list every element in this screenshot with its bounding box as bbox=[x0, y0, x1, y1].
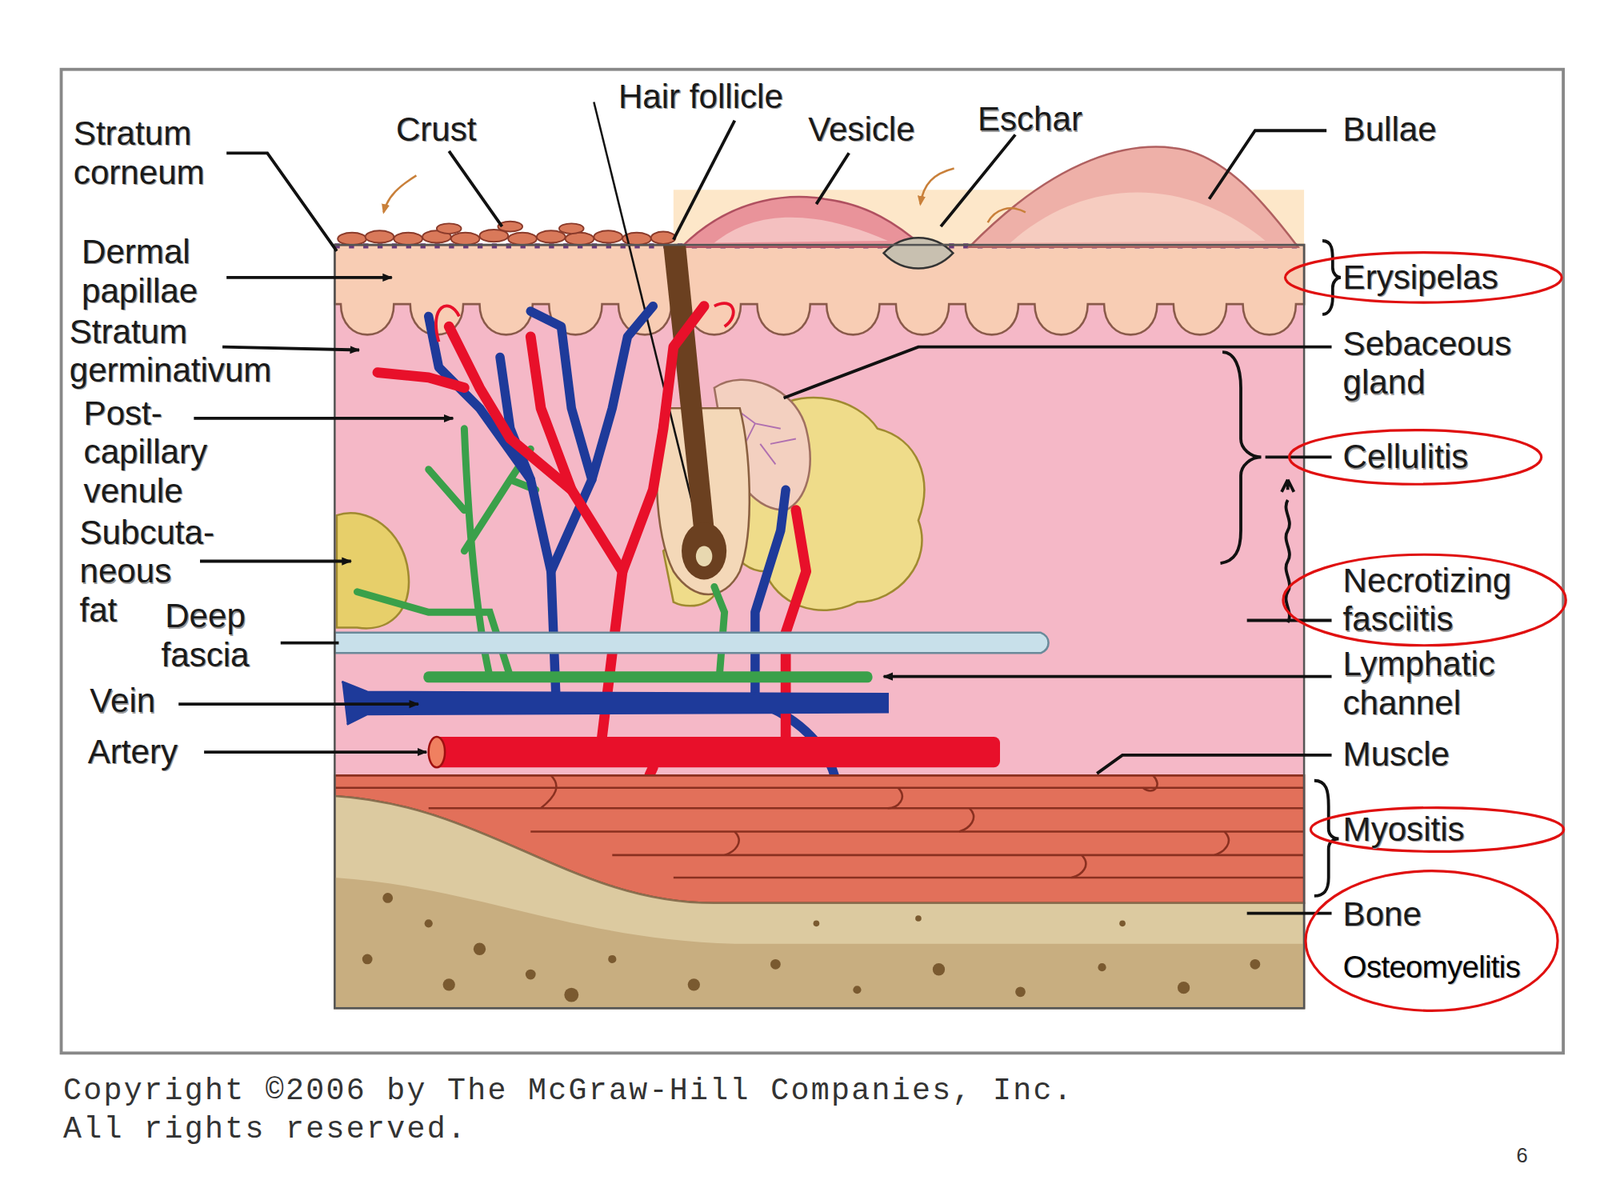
eschar bbox=[884, 237, 954, 268]
layer-label: Muscle bbox=[1343, 734, 1450, 773]
disease-ellipse: BoneOsteomyelitis bbox=[1304, 869, 1560, 1013]
vesicle bbox=[681, 196, 924, 248]
layer-label: Deep fascia bbox=[161, 596, 250, 675]
outer-frame bbox=[61, 69, 1564, 1054]
disease-ellipse: Erysipelas bbox=[1284, 251, 1564, 304]
ellipse-shape bbox=[1285, 252, 1563, 303]
epidermis bbox=[334, 244, 1304, 335]
ellipse-shape bbox=[1283, 554, 1566, 646]
artery-lumen bbox=[428, 736, 445, 768]
copyright-note: Copyright ©2006 by The McGraw-Hill Compa… bbox=[63, 1071, 1135, 1149]
layer-label: Stratum germinativum bbox=[69, 312, 272, 390]
disease-name: Myositis bbox=[1343, 810, 1465, 849]
disease-ellipse: Cellulitis bbox=[1288, 428, 1544, 486]
disease-name: Bone bbox=[1343, 895, 1422, 934]
lesion-label: Bullae bbox=[1343, 110, 1437, 149]
disease-name: Erysipelas bbox=[1343, 258, 1499, 297]
lesion-label: Crust bbox=[396, 110, 477, 149]
lymphatic-channel bbox=[423, 671, 872, 683]
disease-name: Necrotizing fasciitis bbox=[1343, 561, 1512, 640]
vesicle-fluid bbox=[714, 217, 888, 244]
structure-label: Post- capillary venule bbox=[84, 393, 208, 510]
disease-name: Cellulitis bbox=[1343, 437, 1469, 476]
structure-label: Hair follicle bbox=[618, 77, 784, 116]
bone-pores bbox=[362, 892, 1260, 1002]
lesion-label: Eschar bbox=[977, 100, 1083, 139]
penetration-arrow bbox=[384, 175, 417, 212]
penetration-arrow bbox=[920, 168, 955, 204]
structure-label: Artery bbox=[88, 732, 178, 772]
dermal-papilla-hair bbox=[696, 545, 712, 567]
ellipse-shape bbox=[1289, 430, 1542, 485]
subcutaneous-fat bbox=[336, 512, 409, 628]
disease-ellipse: Necrotizing fasciitis bbox=[1281, 552, 1568, 647]
deep-fascia bbox=[334, 632, 1048, 654]
ellipse-shape bbox=[1305, 871, 1558, 1012]
bone bbox=[334, 796, 1304, 1008]
ellipse-outline bbox=[1304, 869, 1560, 1013]
ellipse-shape bbox=[1310, 808, 1564, 852]
penetration-arrow bbox=[988, 208, 1026, 223]
disease-ellipse: Myositis bbox=[1308, 806, 1565, 854]
bulla-fluid bbox=[1010, 192, 1266, 244]
structure-label: Lymphatic channel bbox=[1343, 644, 1496, 723]
hair-bulb bbox=[681, 522, 727, 580]
capillary-loops bbox=[436, 303, 734, 342]
structure-label: Vein bbox=[89, 681, 156, 720]
illustration-border bbox=[334, 244, 1304, 1008]
layer-label: Dermal papillae bbox=[81, 232, 198, 311]
artery bbox=[433, 736, 1000, 768]
vein bbox=[341, 681, 888, 725]
layer-label: Stratum corneum bbox=[73, 114, 205, 192]
disease-subname: Osteomyelitis bbox=[1343, 948, 1520, 987]
structure-label: Sebaceous gland bbox=[1343, 324, 1512, 403]
leader-lines bbox=[178, 120, 1332, 914]
page-number: 6 bbox=[1516, 1143, 1528, 1168]
lesion-label: Vesicle bbox=[808, 110, 915, 149]
dermis bbox=[334, 244, 1304, 776]
bulla bbox=[969, 147, 1299, 248]
bone-marrow bbox=[334, 877, 1304, 1008]
